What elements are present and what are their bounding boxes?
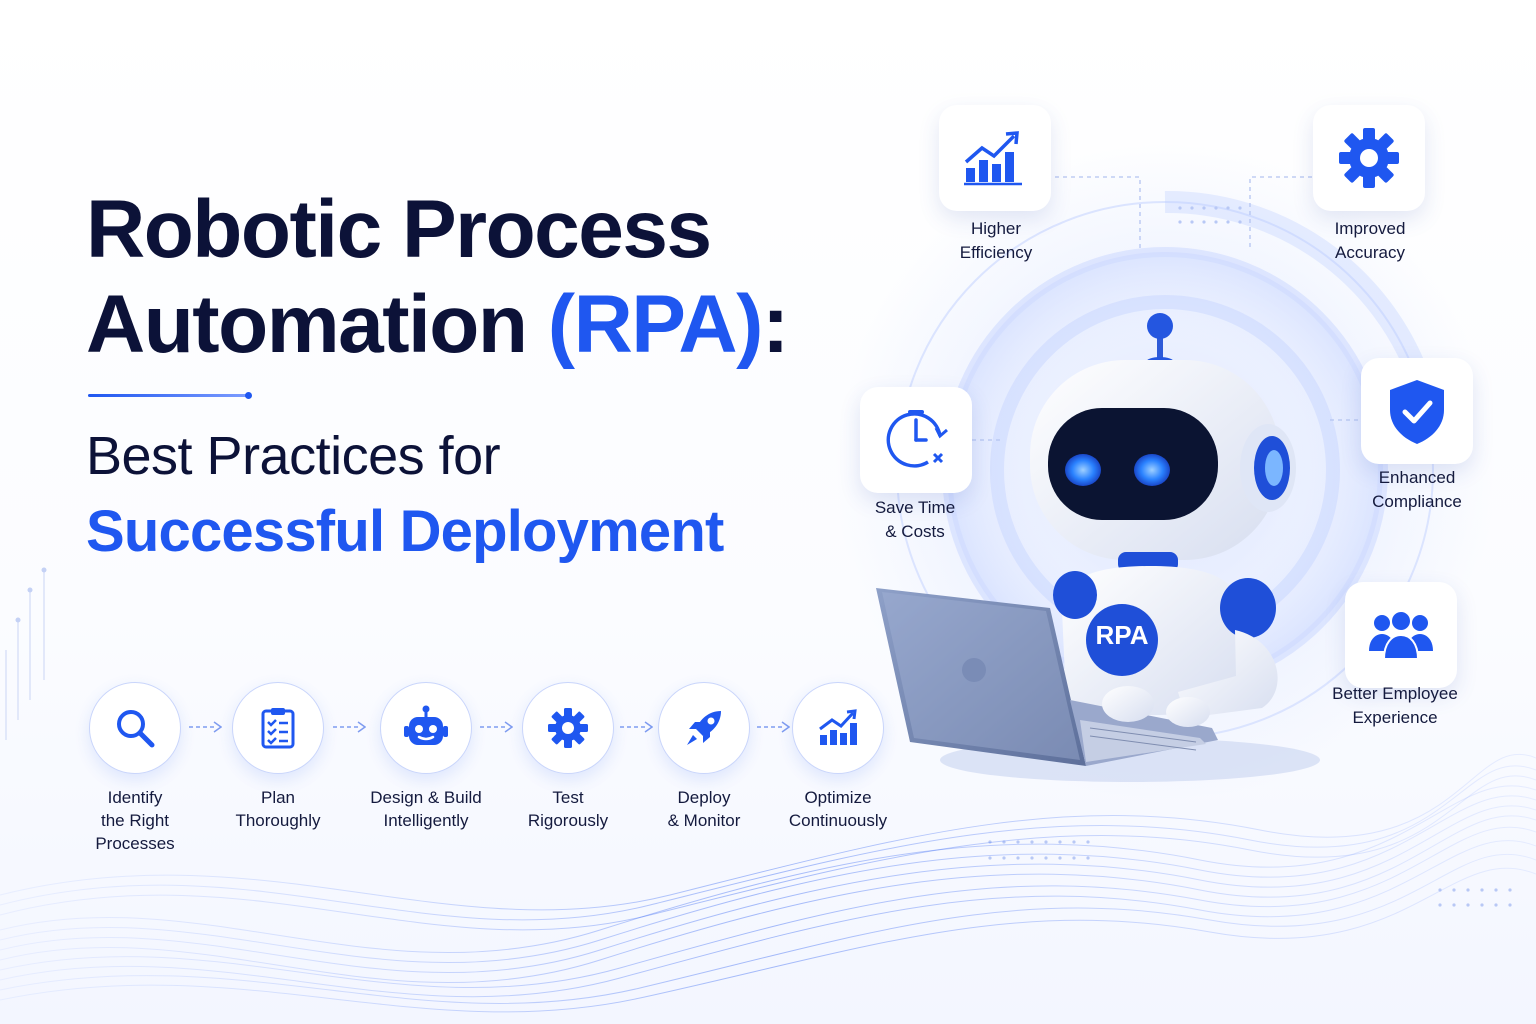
step-icon-circle (380, 682, 472, 774)
arrow-right-icon (333, 721, 366, 733)
benefit-label: Enhanced Compliance (1372, 468, 1462, 511)
title-line-1: Robotic Process (86, 184, 712, 275)
step-design-build: Design & Build Intelligently (351, 682, 501, 832)
benefit-label: Higher Efficiency (959, 219, 1033, 262)
step-icon-circle (792, 682, 884, 774)
step-label: Identify the Right Processes (95, 788, 175, 853)
team-icon (1369, 610, 1433, 660)
step-plan: Plan Thoroughly (203, 682, 353, 832)
step-icon-circle (232, 682, 324, 774)
page-title: Robotic Process Automation (RPA): (86, 182, 886, 372)
step-label: Plan Thoroughly (235, 788, 321, 830)
step-label: Test Rigorously (527, 788, 609, 830)
step-test: Test Rigorously (493, 682, 643, 832)
arrow-right-icon (189, 721, 222, 733)
arrow-right-icon (480, 721, 513, 733)
title-line-2-main: Automation (86, 279, 548, 370)
subtitle-line-2: Successful Deployment (86, 499, 724, 564)
benefit-card-employee-experience (1345, 582, 1457, 688)
benefit-label: Better Employee Experience (1332, 684, 1458, 727)
step-label: Deploy & Monitor (667, 788, 741, 830)
step-identify: Identify the Right Processes (60, 682, 210, 855)
arrow-right-icon (620, 721, 653, 733)
benefit-label: Save Time & Costs (874, 498, 956, 541)
step-icon-circle (89, 682, 181, 774)
step-label: Design & Build Intelligently (370, 788, 482, 830)
clock-icon (886, 410, 948, 468)
step-optimize: Optimize Continuously (763, 682, 913, 832)
title-divider (88, 392, 252, 399)
robot-badge-label: RPA (1095, 620, 1149, 650)
step-deploy-monitor: Deploy & Monitor (629, 682, 779, 832)
step-label: Optimize Continuously (788, 788, 888, 830)
title-colon: : (761, 279, 789, 370)
arrow-right-icon (757, 721, 790, 733)
subtitle-line-1: Best Practices for (86, 426, 501, 486)
robot-icon (404, 705, 448, 745)
benefit-card-accuracy (1313, 105, 1425, 211)
shield-check-icon (1390, 380, 1444, 444)
growth-chart-icon (964, 131, 1022, 186)
gear-icon (548, 708, 588, 748)
benefit-label: Improved Accuracy (1334, 219, 1406, 262)
clipboard-checklist-icon (261, 708, 295, 749)
benefit-card-efficiency (939, 105, 1051, 211)
gear-icon (1339, 128, 1399, 188)
rocket-icon (687, 711, 721, 745)
step-icon-circle (522, 682, 614, 774)
growth-chart-icon (819, 709, 857, 745)
step-icon-circle (658, 682, 750, 774)
title-line-2: Automation (RPA): (86, 277, 886, 372)
title-acronym: (RPA) (547, 279, 764, 370)
search-icon (117, 710, 155, 748)
benefit-card-time-costs (860, 387, 972, 493)
benefit-card-compliance (1361, 358, 1473, 464)
